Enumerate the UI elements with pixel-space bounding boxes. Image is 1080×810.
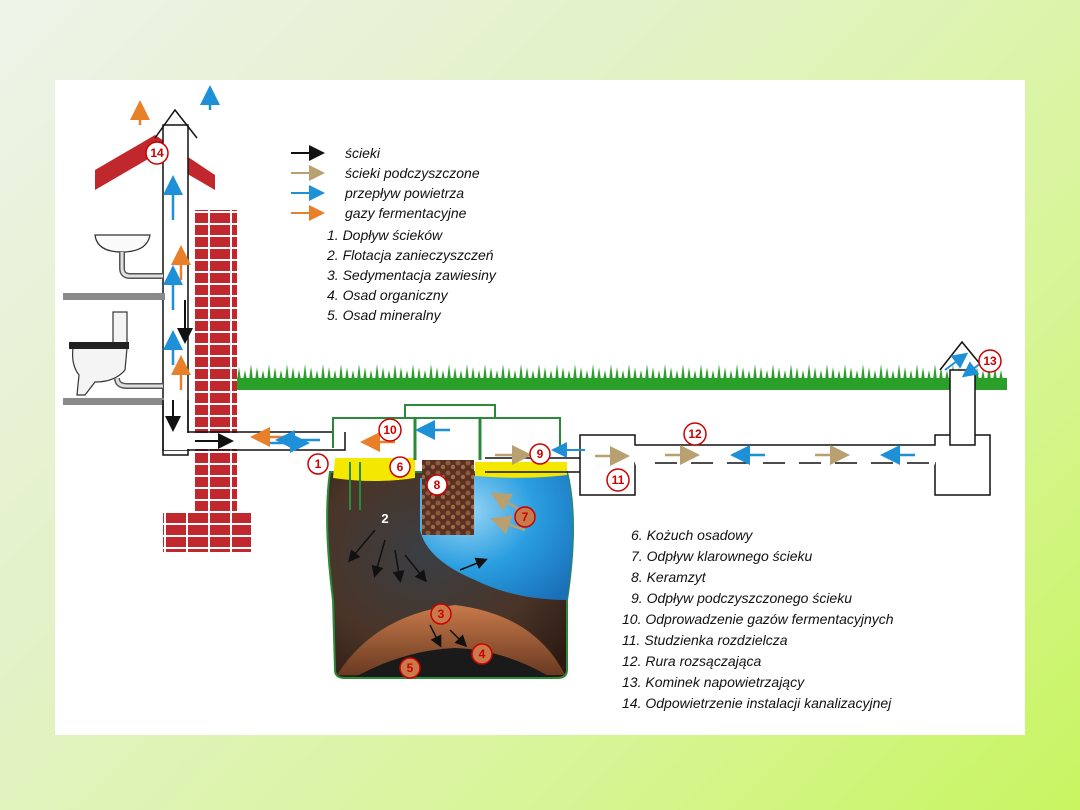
legend-item-12: 12. Rura rozsączająca — [622, 653, 762, 669]
svg-text:13: 13 — [983, 354, 997, 368]
marker-12: 12 — [683, 422, 707, 446]
marker-11: 11 — [606, 468, 630, 492]
toilet-icon — [72, 347, 128, 396]
legend-label-3: gazy fermentacyjne — [345, 205, 467, 221]
svg-text:14: 14 — [150, 146, 164, 160]
sink-icon — [94, 234, 151, 253]
svg-text:5: 5 — [407, 661, 414, 675]
marker-1: 1 — [307, 453, 329, 475]
svg-text:9: 9 — [537, 447, 544, 461]
marker-5: 5 — [399, 657, 421, 679]
svg-text:12: 12 — [688, 427, 702, 441]
svg-text:4: 4 — [479, 647, 486, 661]
marker-9: 9 — [529, 443, 551, 465]
legend-label-2: przepływ powietrza — [344, 185, 464, 201]
grass — [237, 364, 1003, 380]
marker-3: 3 — [430, 603, 452, 625]
svg-text:7: 7 — [522, 510, 529, 524]
legend-item-1: 1. Dopływ ścieków — [327, 227, 443, 243]
aeration-chimney — [949, 369, 976, 446]
distribution-box — [579, 434, 991, 496]
septic-tank-diagram: ścieki ścieki podczyszczone przepływ pow… — [63, 85, 1007, 711]
vent-cap — [154, 108, 198, 139]
upper-floor — [63, 293, 165, 300]
legend-item-3: 3. Sedymentacja zawiesiny — [327, 267, 497, 283]
marker-6: 6 — [389, 456, 411, 478]
marker-7: 7 — [514, 506, 536, 528]
legend-item-14: 14. Odpowietrzenie instalacji kanalizacy… — [622, 695, 892, 711]
marker-14: 14 — [145, 141, 169, 165]
legend-label-1: ścieki podczyszczone — [345, 165, 480, 181]
marker-8: 8 — [426, 474, 448, 496]
legend-item-13: 13. Kominek napowietrzający — [622, 674, 805, 690]
flow-arrows — [130, 85, 986, 648]
aeration-cap — [939, 340, 986, 371]
lower-floor — [63, 398, 165, 405]
brick-base — [163, 512, 251, 552]
legend-item-6: 6. Kożuch osadowy — [631, 527, 753, 543]
legend-item-8: 8. Keramzyt — [631, 569, 707, 585]
svg-text:11: 11 — [612, 473, 625, 487]
legend-item-7: 7. Odpływ klarownego ścieku — [631, 548, 813, 564]
diagram-panel: ścieki ścieki podczyszczone przepływ pow… — [55, 80, 1025, 735]
ground-line — [237, 378, 1007, 390]
svg-text:10: 10 — [383, 423, 397, 437]
inlet-pipe — [162, 400, 346, 451]
svg-text:6: 6 — [397, 460, 404, 474]
sludge-mound — [337, 605, 565, 675]
svg-text:1: 1 — [315, 457, 322, 471]
svg-text:8: 8 — [434, 478, 441, 492]
brick-chimney — [195, 210, 237, 515]
keramzyt-filter — [422, 460, 474, 535]
marker-10: 10 — [378, 418, 402, 442]
legend-item-11: 11. Studzienka rozdzielcza — [622, 632, 788, 648]
legend-item-2: 2. Flotacja zanieczyszczeń — [326, 247, 494, 263]
legend-label-0: ścieki — [345, 145, 381, 161]
legend: ścieki ścieki podczyszczone przepływ pow… — [291, 145, 894, 711]
svg-text:2: 2 — [381, 511, 388, 526]
sink-pipe — [119, 252, 163, 279]
legend-item-9: 9. Odpływ podczyszczonego ścieku — [631, 590, 852, 606]
marker-2: 2 — [381, 511, 388, 526]
svg-text:3: 3 — [438, 607, 445, 621]
toilet-tank — [112, 311, 128, 345]
marker-13: 13 — [978, 349, 1002, 373]
marker-4: 4 — [471, 643, 493, 665]
legend-item-4: 4. Osad organiczny — [327, 287, 449, 303]
legend-item-5: 5. Osad mineralny — [327, 307, 442, 323]
legend-item-10: 10. Odprowadzenie gazów fermentacyjnych — [622, 611, 894, 627]
